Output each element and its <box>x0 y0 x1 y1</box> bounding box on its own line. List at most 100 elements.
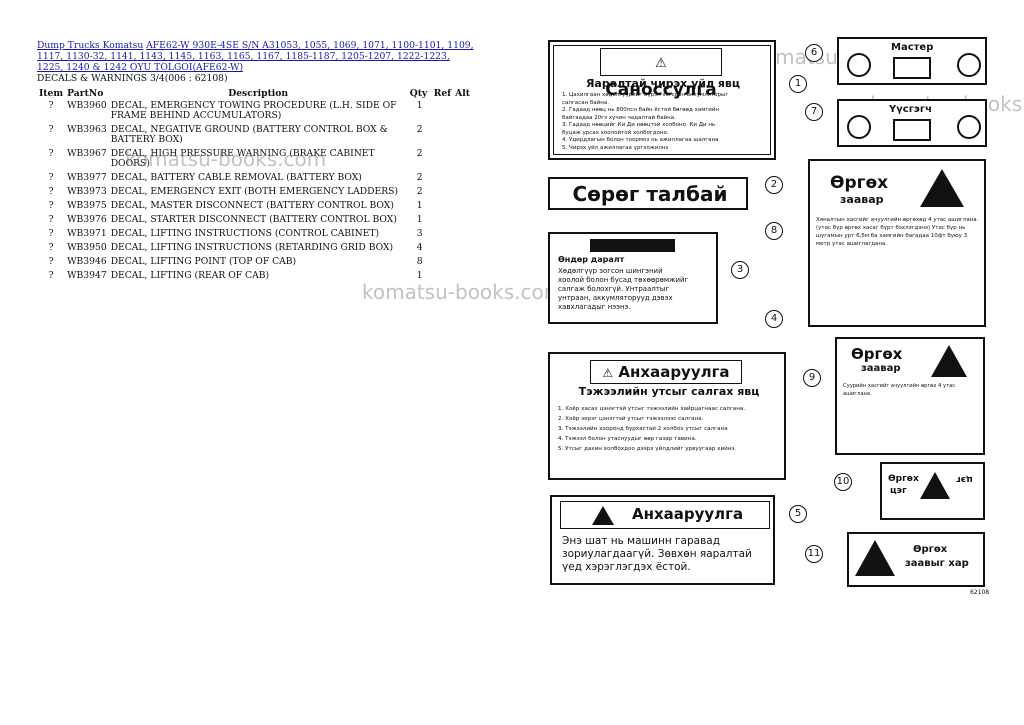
decal-7-title: Үүсгэгч <box>889 104 932 115</box>
cell-alt <box>453 123 472 147</box>
decal-1-line: 5. Чирэх үйл ажиллагаа үргэлжилнэ <box>562 144 669 151</box>
decal-1-line: байгаадаа 20гэ хүчин чадалтай байна. <box>562 114 676 121</box>
power-on-icon <box>957 53 981 77</box>
cell-alt <box>453 269 472 283</box>
figure-code: 62108 <box>970 589 990 596</box>
decal-5-line: үед хэрэглэгдэх ёстой. <box>562 561 691 573</box>
cell-alt <box>453 213 472 227</box>
cell-description: DECAL, NEGATIVE GROUND (BATTERY CONTROL … <box>110 124 388 145</box>
cell-alt <box>453 99 472 123</box>
decal-5-line: Энэ шат нь машинн гаравад <box>562 535 720 547</box>
callout-9: 9 <box>803 369 821 387</box>
col-item: Item <box>39 87 64 99</box>
battery-icon <box>893 57 931 79</box>
cell-item: ? <box>48 256 54 267</box>
callout-3: 3 <box>731 261 749 279</box>
decal-3-line: хоолой болон бусад төхөөрөмжийг <box>558 276 689 284</box>
cell-description: DECAL, EMERGENCY TOWING PROCEDURE (L.H. … <box>110 100 397 121</box>
lifting-hook-warning-icon <box>931 345 967 381</box>
callout-1: 1 <box>789 75 807 93</box>
cell-item: ? <box>48 172 54 183</box>
cell-ref <box>432 123 453 147</box>
cell-qty: 1 <box>416 100 423 111</box>
decal-master-disconnect: Мастер <box>837 37 987 85</box>
cell-item: ? <box>48 100 54 111</box>
cell-ref <box>432 99 453 123</box>
decal-6-title: Мастер <box>891 42 934 53</box>
callout-7: 7 <box>805 103 823 121</box>
power-off-icon <box>847 53 871 77</box>
cell-item: ? <box>48 214 54 225</box>
cell-qty: 1 <box>416 270 423 281</box>
cell-alt <box>453 171 472 185</box>
decal-9-subtitle: заавар <box>861 363 901 374</box>
decal-5-line: зориулагдаагүй. Зөвхөн яаралтай <box>562 548 752 560</box>
cell-item: ? <box>48 186 54 197</box>
callout-6: 6 <box>805 44 823 62</box>
decal-10-label-mirror: цэг <box>956 474 973 484</box>
cell-alt <box>453 241 472 255</box>
decal-2-text: Сөрөг талбай <box>572 182 728 206</box>
decal-emergency-towing: ⚠ Санoccулга Яаралтай чирэх үйл явц 1. Ц… <box>548 40 776 160</box>
cell-ref <box>432 185 453 199</box>
decal-3-line: унтраан, аккумляторууд дэвэх <box>558 294 673 302</box>
power-off-icon <box>847 115 871 139</box>
lifting-hook-warning-icon <box>920 169 964 211</box>
cell-partno: WB3975 <box>67 200 107 211</box>
cell-ref <box>432 213 453 227</box>
cell-description: DECAL, EMERGENCY EXIT (BOTH EMERGENCY LA… <box>110 186 399 197</box>
warning-header-bar <box>590 239 675 252</box>
col-qty: Qty <box>409 87 428 99</box>
callout-2: 2 <box>765 176 783 194</box>
col-ref: Ref <box>433 87 452 99</box>
breadcrumb-link-model[interactable]: AFE62-W 930E-4SE S/N A31053, 1055, 1069,… <box>37 40 474 73</box>
cell-qty: 8 <box>416 256 423 267</box>
cell-alt <box>453 147 472 171</box>
col-description: Description <box>228 87 289 99</box>
cell-description: DECAL, LIFTING POINT (TOP OF CAB) <box>110 256 297 267</box>
cell-ref <box>432 269 453 283</box>
decal-4-title: Анхааруулга <box>618 363 730 381</box>
cell-qty: 2 <box>416 148 423 159</box>
parts-table: Item PartNo Description Qty Ref Alt ?WB3… <box>37 87 472 283</box>
cell-qty: 2 <box>416 186 423 197</box>
decal-4-line: 1. Хоёр хасах цэнэгтэй утсыг тэжээлийн х… <box>558 406 746 412</box>
breadcrumb-link-dump-trucks[interactable]: Dump Trucks Komatsu <box>37 40 144 51</box>
cell-ref <box>432 171 453 185</box>
cell-alt <box>453 199 472 213</box>
decal-starter-disconnect: Үүсгэгч <box>837 99 987 147</box>
decal-9-title: Өргөх <box>851 345 903 363</box>
cell-alt <box>453 227 472 241</box>
decal-1-line: салгасан байна. <box>562 99 609 106</box>
table-header-row: Item PartNo Description Qty Ref Alt <box>37 87 472 99</box>
callout-4: 4 <box>765 310 783 328</box>
cell-description: DECAL, BATTERY CABLE REMOVAL (BATTERY BO… <box>110 172 362 183</box>
cell-qty: 4 <box>416 242 423 253</box>
battery-icon <box>893 119 931 141</box>
callout-8: 8 <box>765 222 783 240</box>
cell-item: ? <box>48 242 54 253</box>
callout-5: 5 <box>789 505 807 523</box>
decal-lifting-point: Өргөх цэг цэг <box>880 462 985 520</box>
decal-lifting-instructions-cabinet: Өргөх заавар Хяналтын хасгийг ачуулгийн … <box>808 159 986 327</box>
cell-qty: 2 <box>416 172 423 183</box>
decal-4-line: 5. Утсыг дахин холбохдоо дээрх үйлдлийг … <box>558 446 737 452</box>
decal-lifting-rear: Өргөх заавыг хар <box>847 532 985 587</box>
cell-ref <box>432 227 453 241</box>
cell-partno: WB3947 <box>67 270 107 281</box>
decal-8-text: Хяналтын хасгийг ачуулгийн өргөхөд 4 ута… <box>816 217 979 247</box>
col-partno: PartNo <box>67 87 104 99</box>
decal-diagram: ⚠ Санoccулга Яаралтай чирэх үйл явц 1. Ц… <box>545 37 995 597</box>
cell-alt <box>453 255 472 269</box>
cell-partno: WB3960 <box>67 100 107 111</box>
lifting-hook-warning-icon <box>920 472 950 503</box>
decal-1-subtitle: Яаралтай чирэх үйл явц <box>585 77 741 90</box>
